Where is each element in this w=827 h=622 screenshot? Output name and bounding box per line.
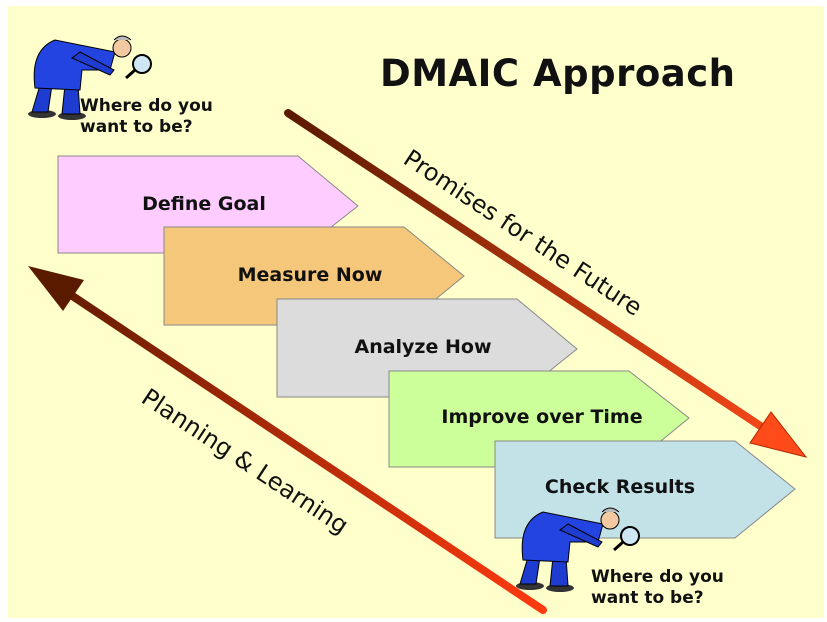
step-measure-label: Measure Now xyxy=(237,264,383,286)
dmaic-steps xyxy=(57,155,796,539)
promises-arrow xyxy=(284,109,808,458)
question-top-line-1: Where do you xyxy=(80,96,213,116)
planning-arrow xyxy=(28,266,547,614)
question-top-line-2: want to be? xyxy=(80,117,193,137)
step-analyze-label: Analyze How xyxy=(354,336,492,358)
question-bottom-line-1: Where do you xyxy=(591,567,724,587)
step-define-label: Define Goal xyxy=(142,193,266,215)
step-check-shape xyxy=(494,440,796,539)
step-improve-label: Improve over Time xyxy=(441,406,643,428)
step-check-label: Check Results xyxy=(544,476,696,498)
question-bottom-line-2: want to be? xyxy=(591,588,704,608)
question-bottom: Where do you want to be? xyxy=(591,567,724,609)
inspector-figure-bottom xyxy=(516,507,640,592)
question-top: Where do you want to be? xyxy=(80,96,213,138)
inspector-figure-top xyxy=(28,35,152,120)
diagram-title: DMAIC Approach xyxy=(380,52,736,95)
